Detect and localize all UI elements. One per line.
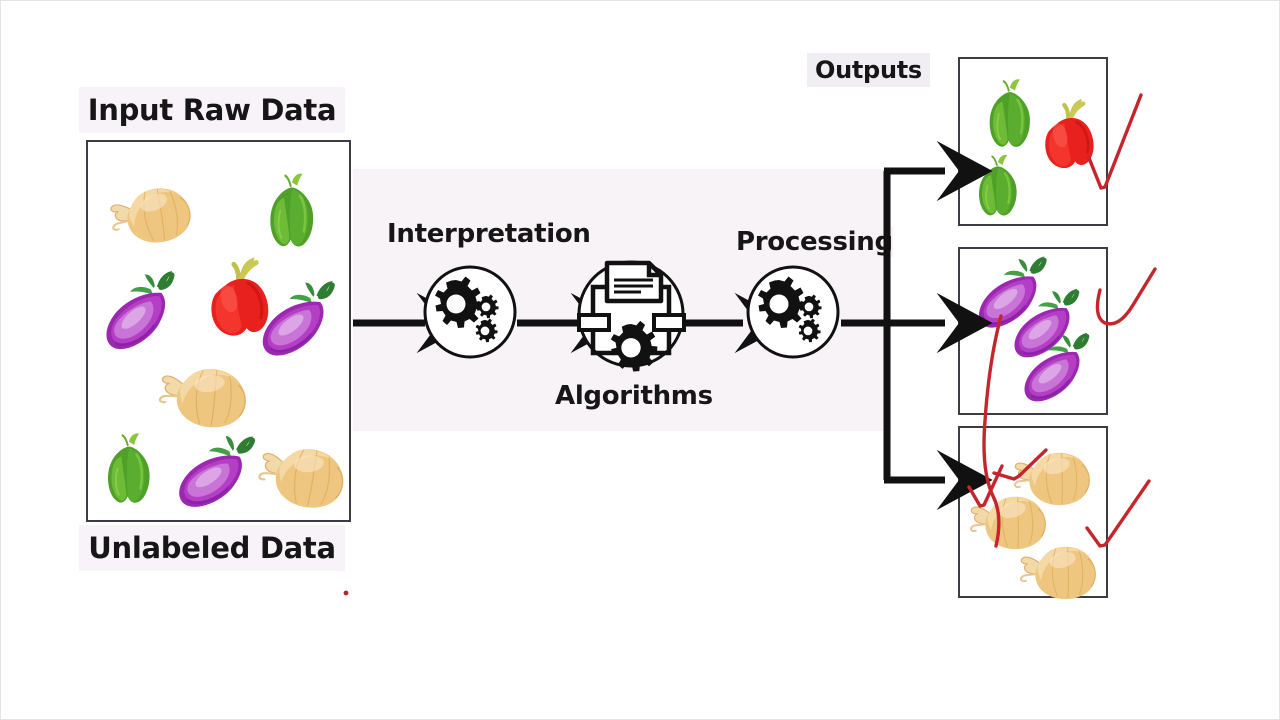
onion-sprite xyxy=(104,165,202,253)
eggplant-purple-sprite xyxy=(83,258,203,362)
pepper-red-sprite xyxy=(197,254,277,340)
pepper-green-sprite xyxy=(979,75,1041,153)
pepper-green-sprite xyxy=(259,169,325,253)
eggplant-purple-sprite xyxy=(995,277,1103,369)
eggplant-purple-sprite xyxy=(162,424,276,518)
onion-sprite xyxy=(155,344,259,436)
stage-label-interpretation: Interpretation xyxy=(387,219,591,249)
onion-sprite xyxy=(1019,529,1103,603)
stage-label-algorithms: Algorithms xyxy=(555,381,713,411)
onion-sprite xyxy=(253,421,360,518)
outputs-label: Outputs xyxy=(807,53,930,87)
eggplant-purple-sprite xyxy=(242,268,359,367)
input-raw-data-label: Input Raw Data xyxy=(79,87,345,133)
eggplant-purple-sprite xyxy=(1005,321,1113,413)
pepper-green-sprite xyxy=(97,429,161,509)
unlabeled-data-label: Unlabeled Data xyxy=(79,525,345,571)
pepper-red-sprite xyxy=(1033,96,1101,172)
stage-label-processing: Processing xyxy=(736,227,893,257)
pepper-green-sprite xyxy=(969,151,1027,221)
red-dot-mark xyxy=(343,590,349,596)
